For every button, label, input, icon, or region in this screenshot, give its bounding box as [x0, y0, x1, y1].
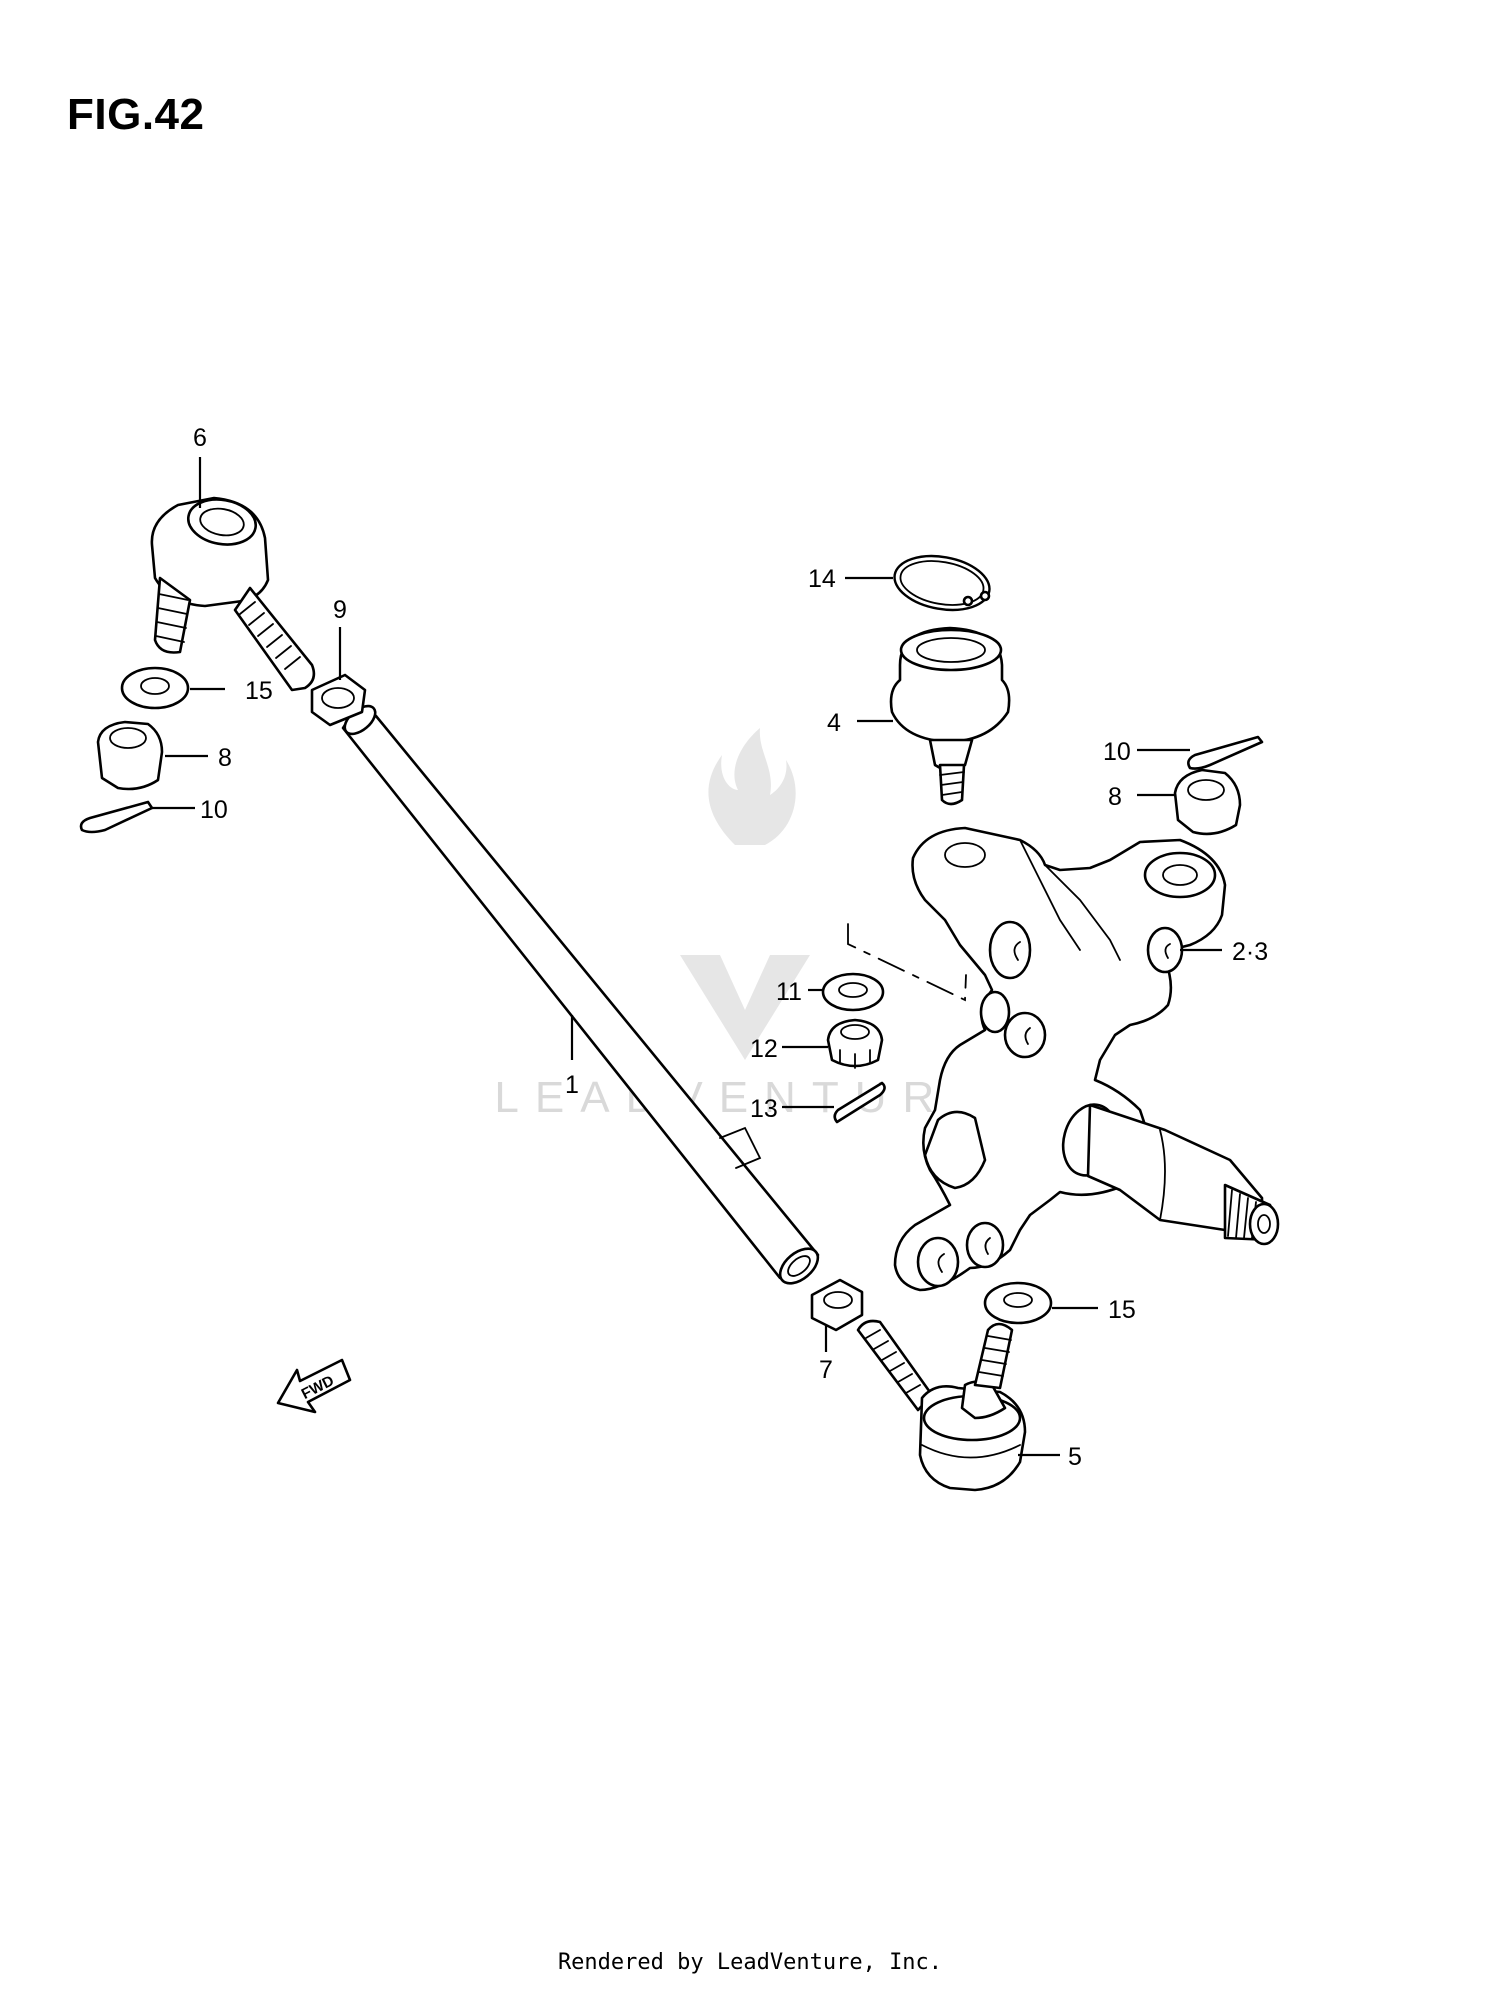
- callout-2-3: 2·3: [1232, 938, 1268, 966]
- watermark-v-icon: [680, 955, 810, 1060]
- footer-credit: Rendered by LeadVenture, Inc.: [557, 1950, 943, 1975]
- callout-7: 7: [819, 1356, 833, 1384]
- ball-joint-4: [889, 626, 1011, 806]
- callout-1: 1: [565, 1071, 579, 1099]
- watermark-flame-icon: [708, 728, 796, 845]
- castle-nut-12: [826, 1018, 884, 1069]
- tie-rod-end-left: [150, 496, 316, 692]
- nut-9: [310, 673, 367, 727]
- nut-8-right: [1173, 768, 1242, 836]
- callout-8-left: 8: [218, 744, 232, 772]
- callout-labels: 6 9 15 8 10 14 4 10 8 1 11 12 13 2·3 15 …: [193, 424, 1268, 1471]
- snap-ring-14: [893, 554, 991, 612]
- callout-10-left: 10: [200, 796, 228, 824]
- tie-rod: [341, 704, 820, 1285]
- callout-14: 14: [808, 565, 836, 593]
- figure-title: FIG.42: [67, 90, 205, 139]
- callout-11: 11: [776, 978, 802, 1006]
- cotter-pin-10-right: [1187, 735, 1264, 770]
- callout-13: 13: [750, 1095, 778, 1123]
- callout-15-left: 15: [245, 677, 273, 705]
- fwd-arrow: FWD: [276, 1358, 352, 1414]
- nut-8-left: [96, 720, 164, 791]
- callout-8-right: 8: [1108, 783, 1122, 811]
- callout-12: 12: [750, 1035, 778, 1063]
- tie-rod-end-right: [856, 1319, 1027, 1492]
- watermark: LEADVENTURE: [494, 728, 995, 1122]
- callout-6: 6: [193, 424, 207, 452]
- leader-lines: [150, 457, 1222, 1457]
- callout-9: 9: [333, 596, 347, 624]
- cotter-pin-13: [833, 1081, 886, 1124]
- washer-15-right: [983, 1281, 1053, 1325]
- washer-11: [821, 972, 885, 1012]
- washer-15-left: [120, 666, 190, 710]
- watermark-text: LEADVENTURE: [494, 1073, 995, 1122]
- nut-7: [810, 1278, 864, 1332]
- callout-5: 5: [1068, 1443, 1082, 1471]
- callout-4: 4: [827, 709, 841, 737]
- callout-10-right: 10: [1103, 738, 1131, 766]
- cotter-pin-10-left: [79, 800, 154, 834]
- steering-knuckle: [847, 826, 1280, 1292]
- callout-15-right: 15: [1108, 1296, 1136, 1324]
